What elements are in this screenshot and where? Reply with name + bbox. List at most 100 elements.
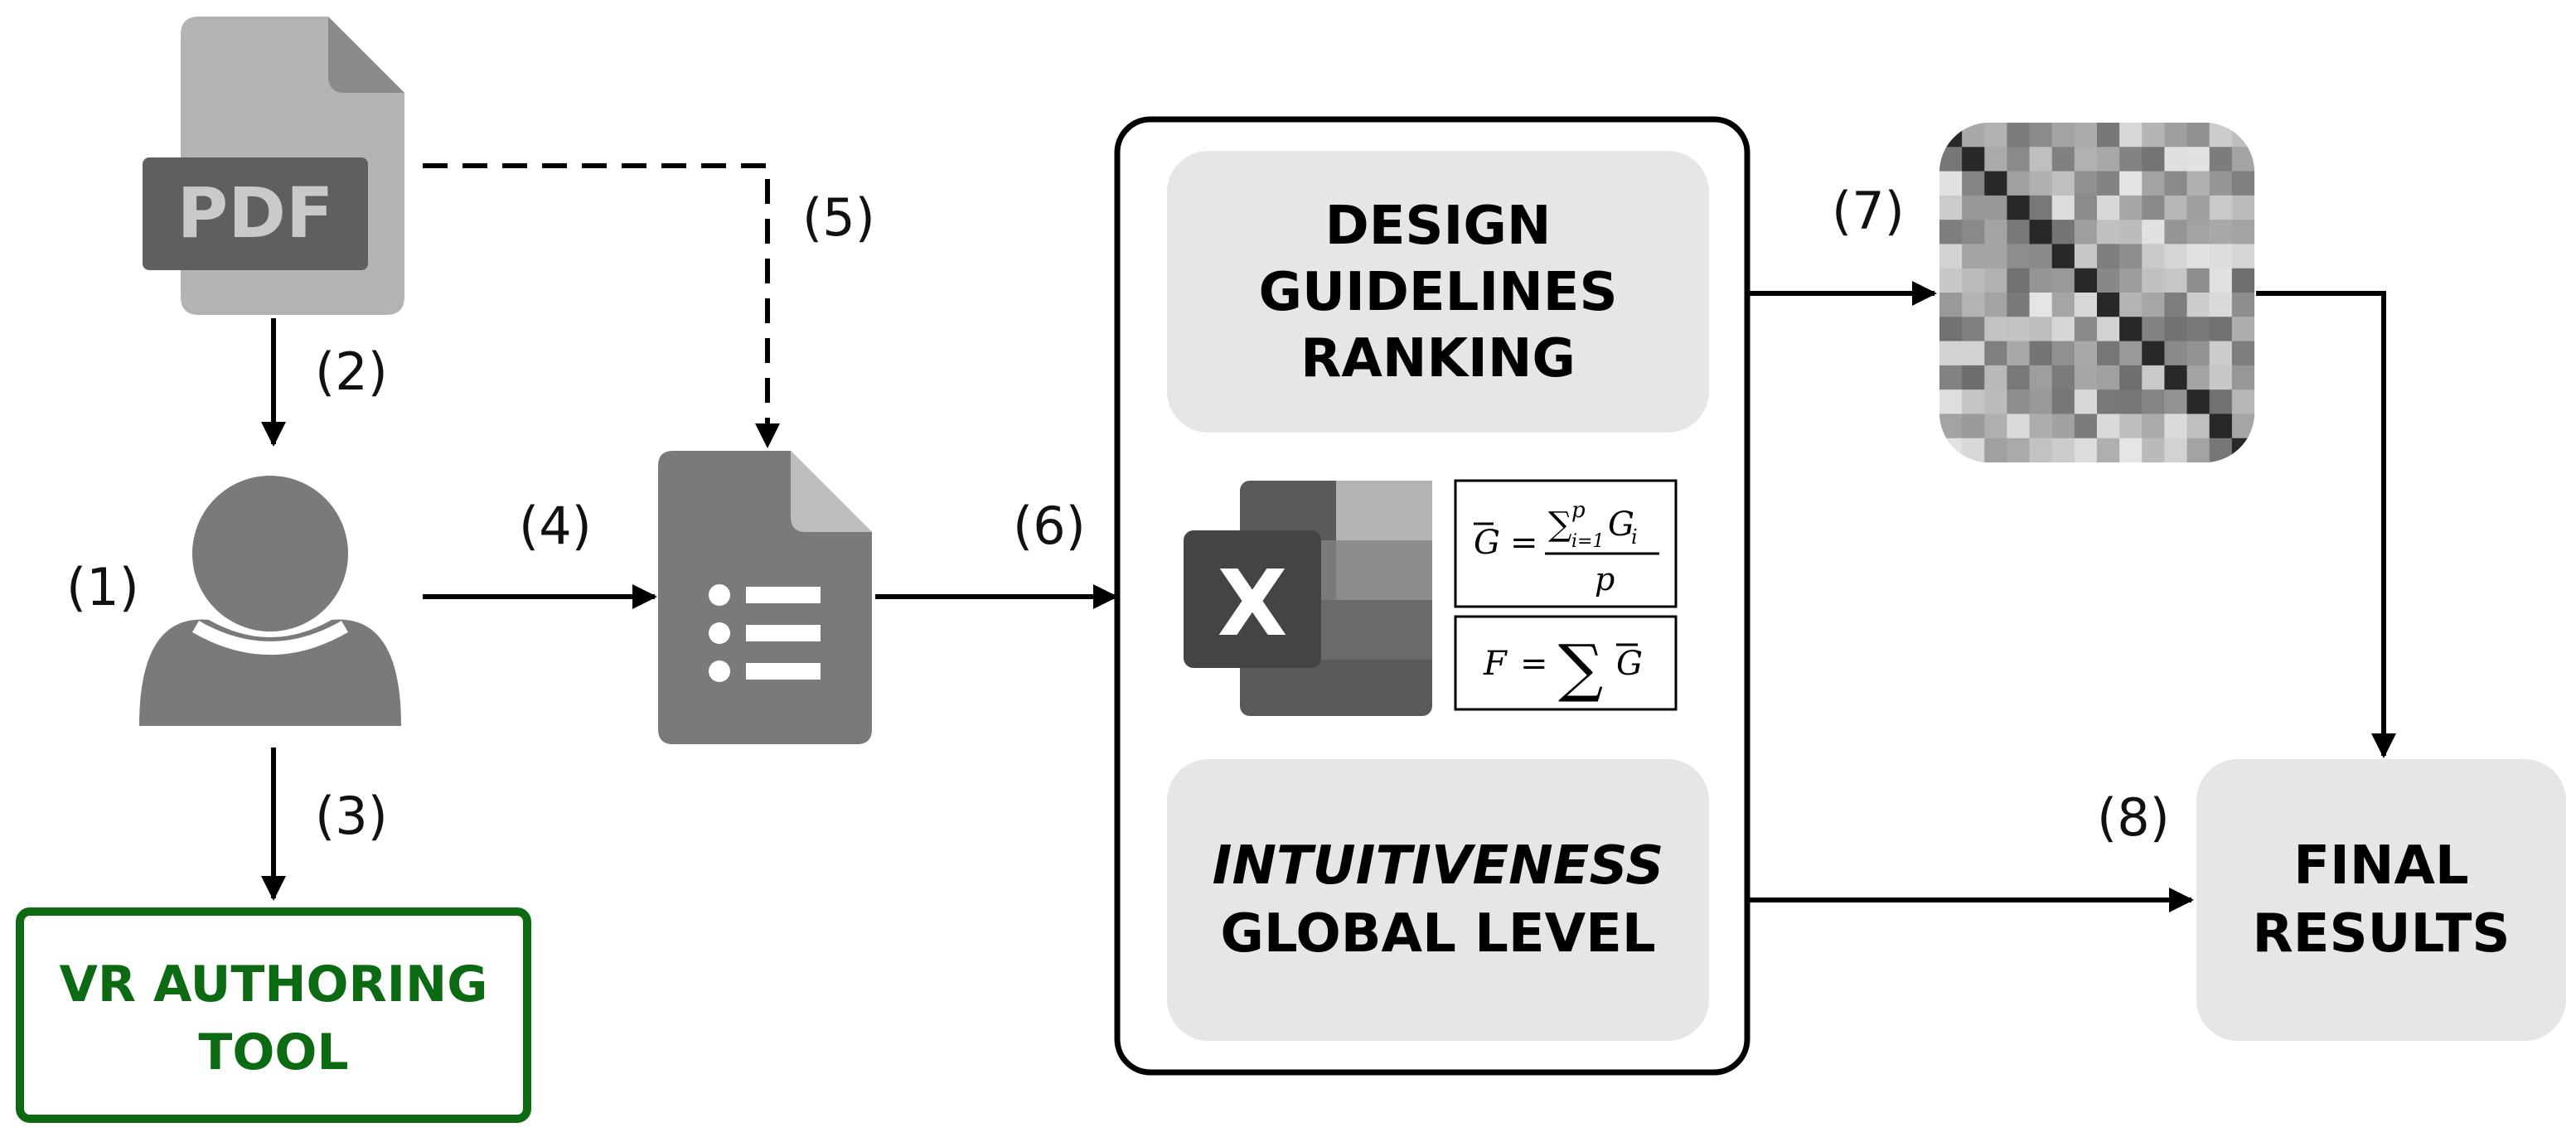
svg-text:p: p <box>1571 498 1586 523</box>
matrix-cell <box>1939 171 1963 196</box>
matrix-cell <box>2007 220 2031 244</box>
matrix-cell <box>2074 244 2098 269</box>
matrix-cell <box>1939 244 1963 269</box>
matrix-cell <box>2164 293 2188 317</box>
design-line3: RANKING <box>1300 328 1576 389</box>
matrix-cell <box>2051 438 2075 462</box>
matrix-cell <box>2119 414 2143 439</box>
svg-text:=: = <box>1510 524 1538 562</box>
matrix-cell <box>2074 147 2098 172</box>
matrix-cell <box>2231 293 2254 317</box>
svg-text:G: G <box>1474 524 1500 562</box>
matrix-cell <box>2209 317 2233 342</box>
matrix-cell <box>2186 414 2210 439</box>
matrix-cell <box>2209 389 2233 414</box>
design-line2: GUIDELINES <box>1258 262 1617 323</box>
matrix-cell <box>2209 171 2233 196</box>
step-label-7: (7) <box>1832 181 1905 241</box>
matrix-cell <box>2097 123 2120 148</box>
matrix-cell <box>2164 365 2188 390</box>
matrix-cell <box>1939 341 1963 366</box>
matrix-cell <box>2051 171 2075 196</box>
matrix-cell <box>1939 195 1963 220</box>
user-icon <box>139 476 401 726</box>
matrix-cell <box>1962 268 1985 293</box>
matrix-cell <box>1939 147 1963 172</box>
matrix-cell <box>2097 438 2120 462</box>
matrix-cell <box>2051 123 2075 148</box>
matrix-cell <box>1939 293 1963 317</box>
matrix-cell <box>2164 341 2188 366</box>
matrix-cell <box>1939 365 1963 390</box>
matrix-cell <box>2051 365 2075 390</box>
matrix-cell <box>2186 220 2210 244</box>
matrix-cell <box>2119 389 2143 414</box>
matrix-cell <box>2074 389 2098 414</box>
matrix-cell <box>2029 365 2053 390</box>
matrix-cell <box>2142 195 2165 220</box>
intuitiveness-line1: INTUITIVENESS <box>1213 835 1664 897</box>
matrix-cell <box>2119 147 2143 172</box>
matrix-cell <box>2051 293 2075 317</box>
matrix-cell <box>2097 244 2120 269</box>
matrix-cell <box>1939 220 1963 244</box>
matrix-cell <box>2164 414 2188 439</box>
matrix-cell <box>2029 414 2053 439</box>
matrix-cell <box>2186 293 2210 317</box>
matrix-cell <box>2164 317 2188 342</box>
matrix-cell <box>2029 317 2053 342</box>
matrix-cell <box>1984 414 2007 439</box>
pdf-file-icon: PDF <box>143 17 404 315</box>
matrix-cell <box>2209 414 2233 439</box>
design-guidelines-ranking-box: DESIGN GUIDELINES RANKING <box>1167 151 1709 433</box>
matrix-cell <box>1962 293 1985 317</box>
matrix-cell <box>2209 365 2233 390</box>
matrix-cell <box>2074 220 2098 244</box>
arrow-matrix-to-final <box>2256 291 2396 758</box>
matrix-cell <box>2097 341 2120 366</box>
vr-authoring-tool-box: VR AUTHORING TOOL <box>16 907 531 1123</box>
matrix-cell <box>2231 365 2254 390</box>
matrix-cell <box>2007 195 2031 220</box>
matrix-cell <box>2142 268 2165 293</box>
svg-text:p: p <box>1595 561 1615 598</box>
excel-letter: X <box>1218 550 1288 656</box>
matrix-cell <box>2209 123 2233 148</box>
design-line1: DESIGN <box>1325 196 1552 257</box>
matrix-cell <box>2029 341 2053 366</box>
matrix-cell <box>2119 317 2143 342</box>
matrix-cell <box>2097 365 2120 390</box>
matrix-cell <box>1962 147 1985 172</box>
matrix-cell <box>2119 293 2143 317</box>
matrix-cell <box>1962 171 1985 196</box>
vr-tool-line1: VR AUTHORING <box>60 956 488 1014</box>
matrix-cell <box>1962 365 1985 390</box>
matrix-cell <box>2231 268 2254 293</box>
matrix-cell <box>2097 268 2120 293</box>
matrix-cell <box>1962 341 1985 366</box>
matrix-cell <box>2186 389 2210 414</box>
matrix-cell <box>1962 195 1985 220</box>
matrix-cell <box>2029 389 2053 414</box>
matrix-cell <box>2051 389 2075 414</box>
matrix-cell <box>1939 268 1963 293</box>
matrix-cell <box>2029 244 2053 269</box>
matrix-cell <box>2231 438 2254 462</box>
matrix-cell <box>2029 195 2053 220</box>
matrix-cell <box>1962 123 1985 148</box>
matrix-cell <box>2142 389 2165 414</box>
matrix-cell <box>2119 220 2143 244</box>
matrix-cell <box>2186 244 2210 269</box>
matrix-cell <box>2097 171 2120 196</box>
matrix-cell <box>2142 171 2165 196</box>
matrix-cell <box>2231 317 2254 342</box>
matrix-cell <box>2164 147 2188 172</box>
matrix-cell <box>1962 220 1985 244</box>
matrix-cell <box>1939 389 1963 414</box>
matrix-cell <box>2119 365 2143 390</box>
matrix-cell <box>2209 268 2233 293</box>
matrix-cell <box>2186 147 2210 172</box>
matrix-cell <box>2209 341 2233 366</box>
step-label-5: (5) <box>802 187 875 248</box>
